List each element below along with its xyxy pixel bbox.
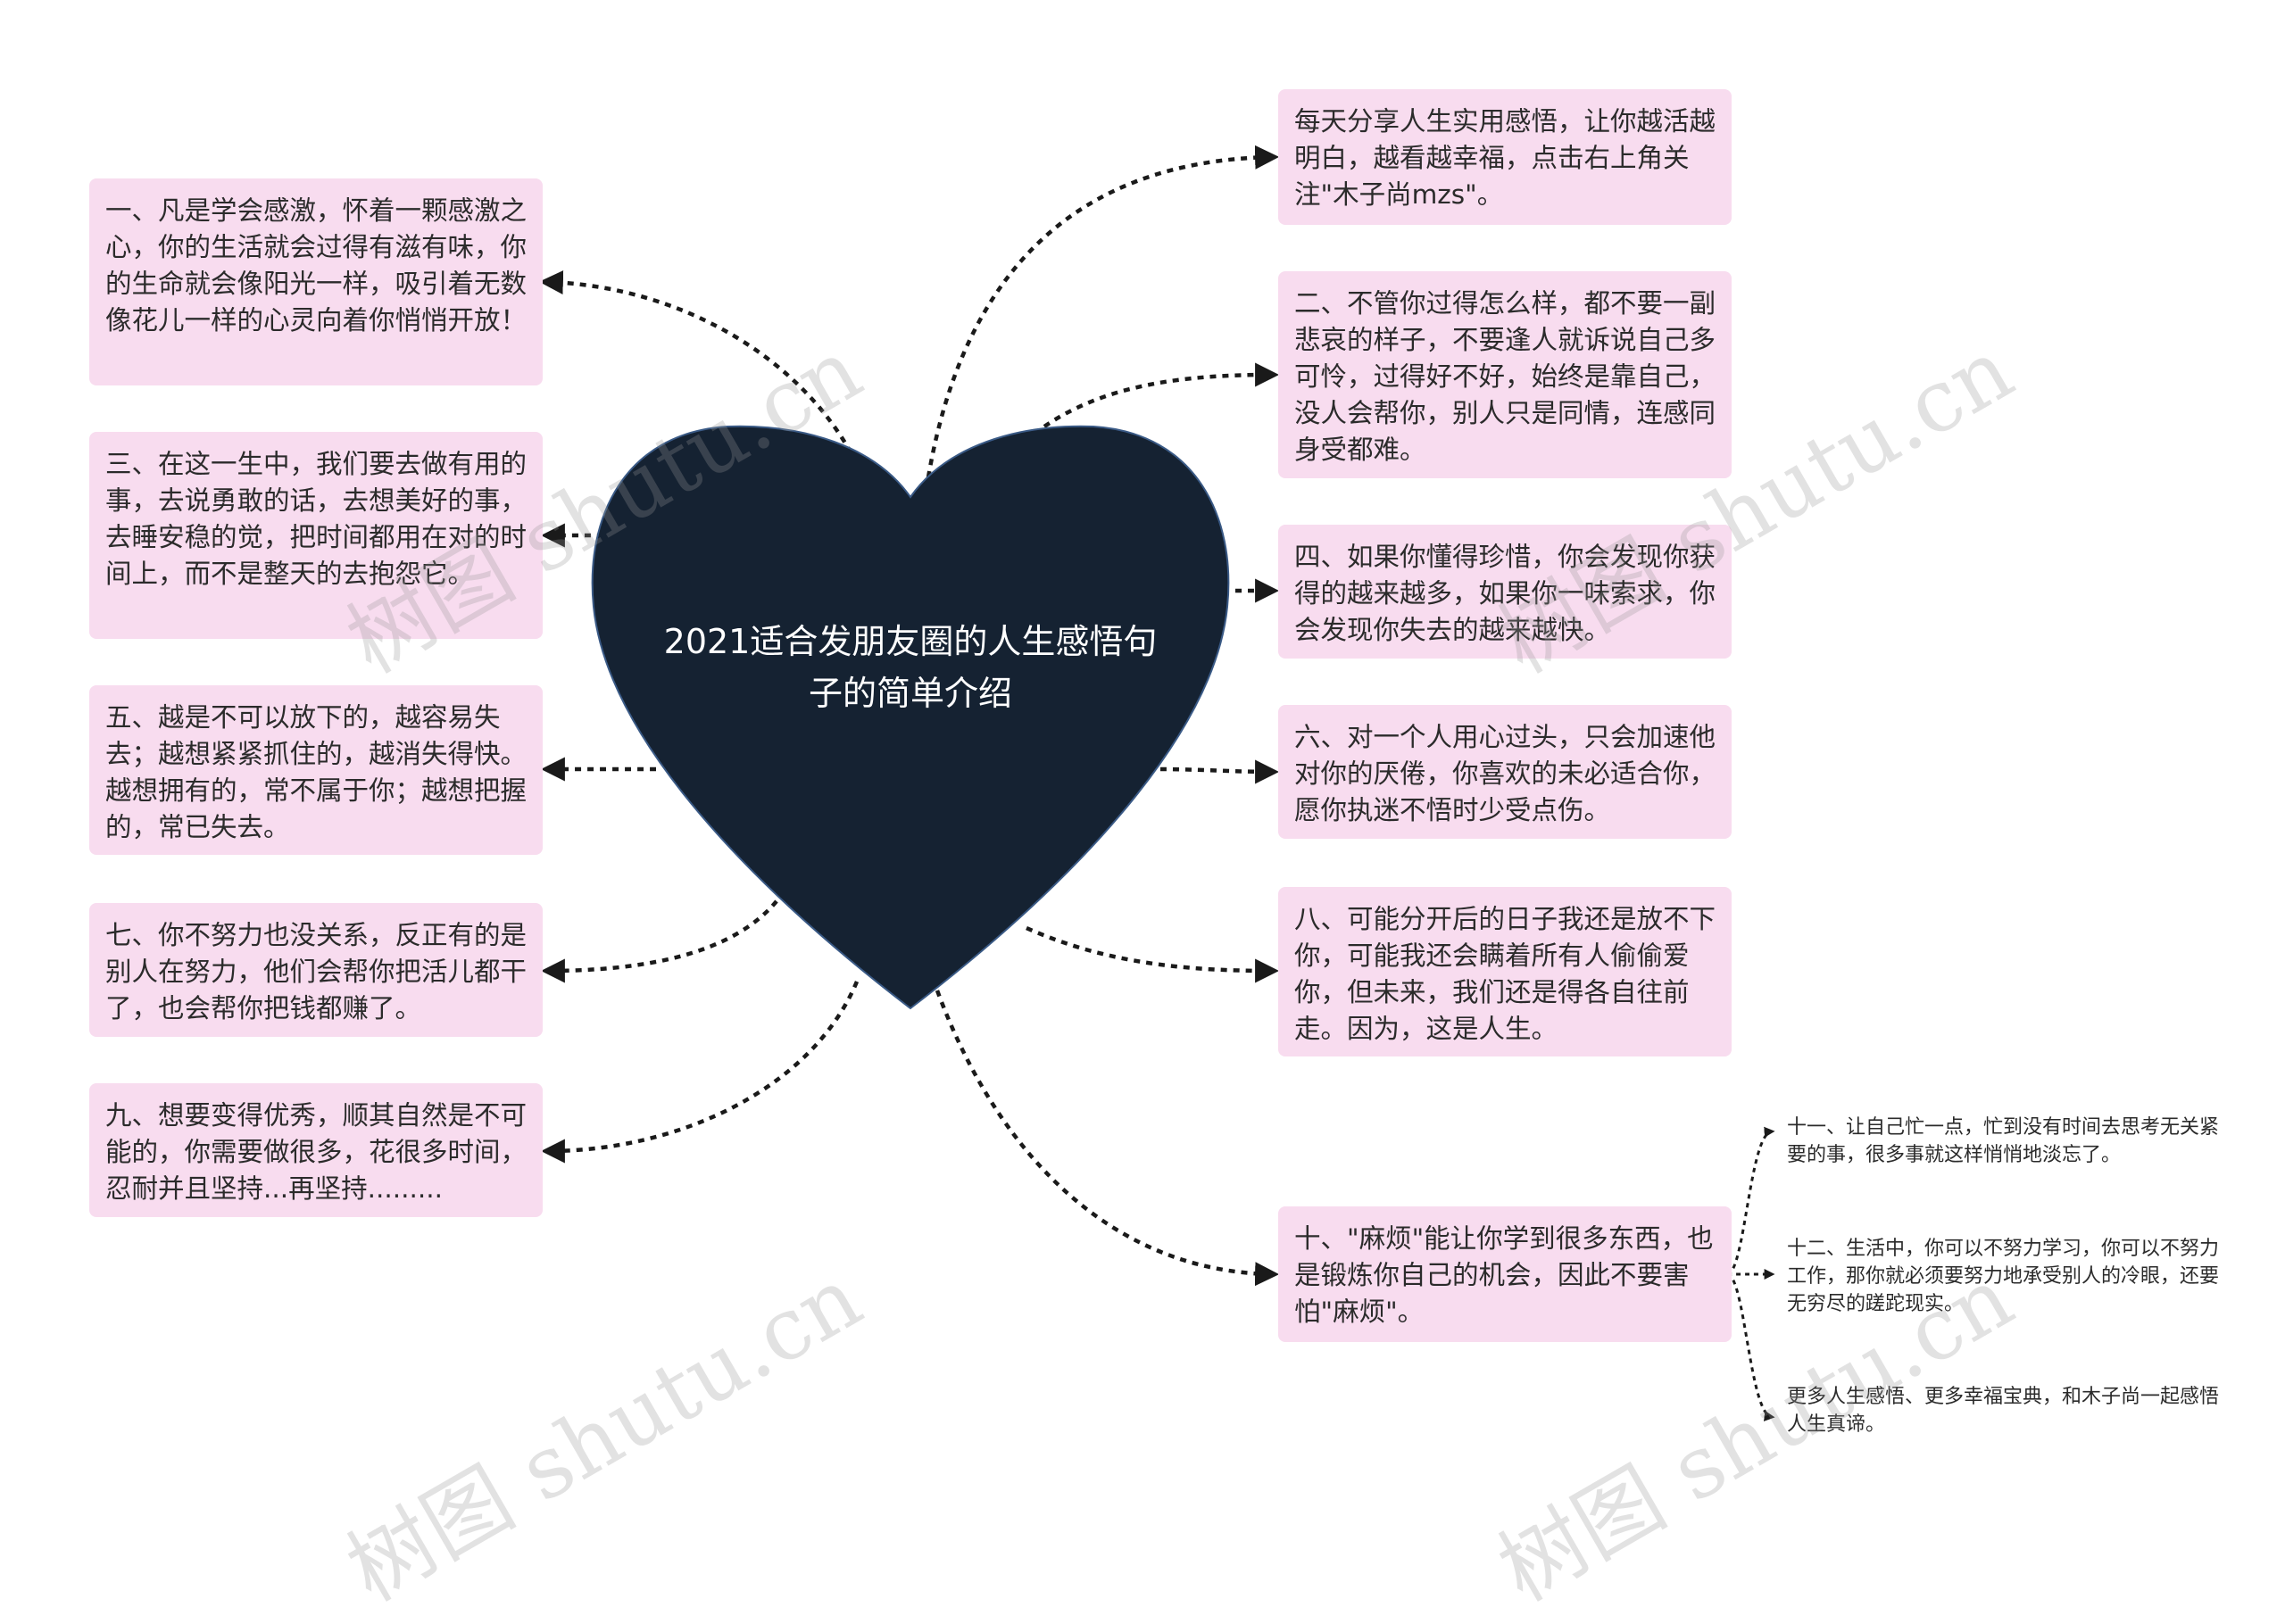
topic-node-10[interactable]: 十、"麻烦"能让你学到很多东西，也是锻炼你自己的机会，因此不要害怕"麻烦"。: [1278, 1206, 1732, 1342]
connector-layer: [538, 145, 1775, 1421]
topic-node-7[interactable]: 七、你不努力也没关系，反正有的是别人在努力，他们会帮你把活儿都干了，也会帮你把钱…: [89, 903, 543, 1037]
topic-node-6[interactable]: 六、对一个人用心过头，只会加速他对你的厌倦，你喜欢的未必适合你，愿你执迷不悟时少…: [1278, 705, 1732, 839]
connector-sub-3: [1726, 1272, 1775, 1421]
connector-right-2: [1043, 362, 1280, 428]
topic-node-3[interactable]: 三、在这一生中，我们要去做有用的事，去说勇敢的话，去想美好的事，去睡安稳的觉，把…: [89, 432, 543, 639]
connector-left-9: [540, 981, 860, 1164]
topic-node-8[interactable]: 八、可能分开后的日子我还是放不下你，可能我还会瞒着所有人偷偷爱你，但未来，我们还…: [1278, 887, 1732, 1056]
topic-node-1[interactable]: 一、凡是学会感激，怀着一颗感激之心，你的生活就会过得有滋有味，你的生命就会像阳光…: [89, 178, 543, 385]
connector-right-10: [935, 990, 1280, 1287]
connector-right-0: [926, 145, 1280, 478]
subtopic-node-more[interactable]: 更多人生感悟、更多幸福宝典，和木子尚一起感悟人生真谛。: [1787, 1386, 2220, 1436]
subtopic-node-11[interactable]: 十一、让自己忙一点，忙到没有时间去思考无关紧要的事，很多事就这样悄悄地淡忘了。: [1787, 1116, 2220, 1166]
topic-node-5[interactable]: 五、越是不可以放下的，越容易失去；越想紧紧抓住的，越消失得快。越想拥有的，常不属…: [89, 685, 543, 855]
topic-node-2[interactable]: 二、不管你过得怎么样，都不要一副悲哀的样子，不要逢人就诉说自己多可怜，过得好不好…: [1278, 271, 1732, 478]
subtopic-node-12[interactable]: 十二、生活中，你可以不努力学习，你可以不努力工作，那你就必须要努力地承受别人的冷…: [1787, 1238, 2220, 1315]
central-topic[interactable]: 2021适合发朋友圈的人生感悟句子的简单介绍: [663, 622, 1158, 713]
connector-right-8: [1026, 925, 1280, 983]
connector-left-7: [540, 899, 778, 983]
topic-node-9[interactable]: 九、想要变得优秀，顺其自然是不可能的，你需要做很多，花很多时间，忍耐并且坚持..…: [89, 1083, 543, 1217]
connector-sub-1: [1726, 1126, 1775, 1276]
topic-node-intro[interactable]: 每天分享人生实用感悟，让你越活越明白，越看越幸福，点击右上角关注"木子尚mzs"…: [1278, 89, 1732, 225]
topic-node-4[interactable]: 四、如果你懂得珍惜，你会发现你获得的越来越多，如果你一味索求，你会发现你失去的越…: [1278, 525, 1732, 659]
connector-right-6: [1159, 759, 1280, 784]
heart-shape: [591, 425, 1230, 1010]
